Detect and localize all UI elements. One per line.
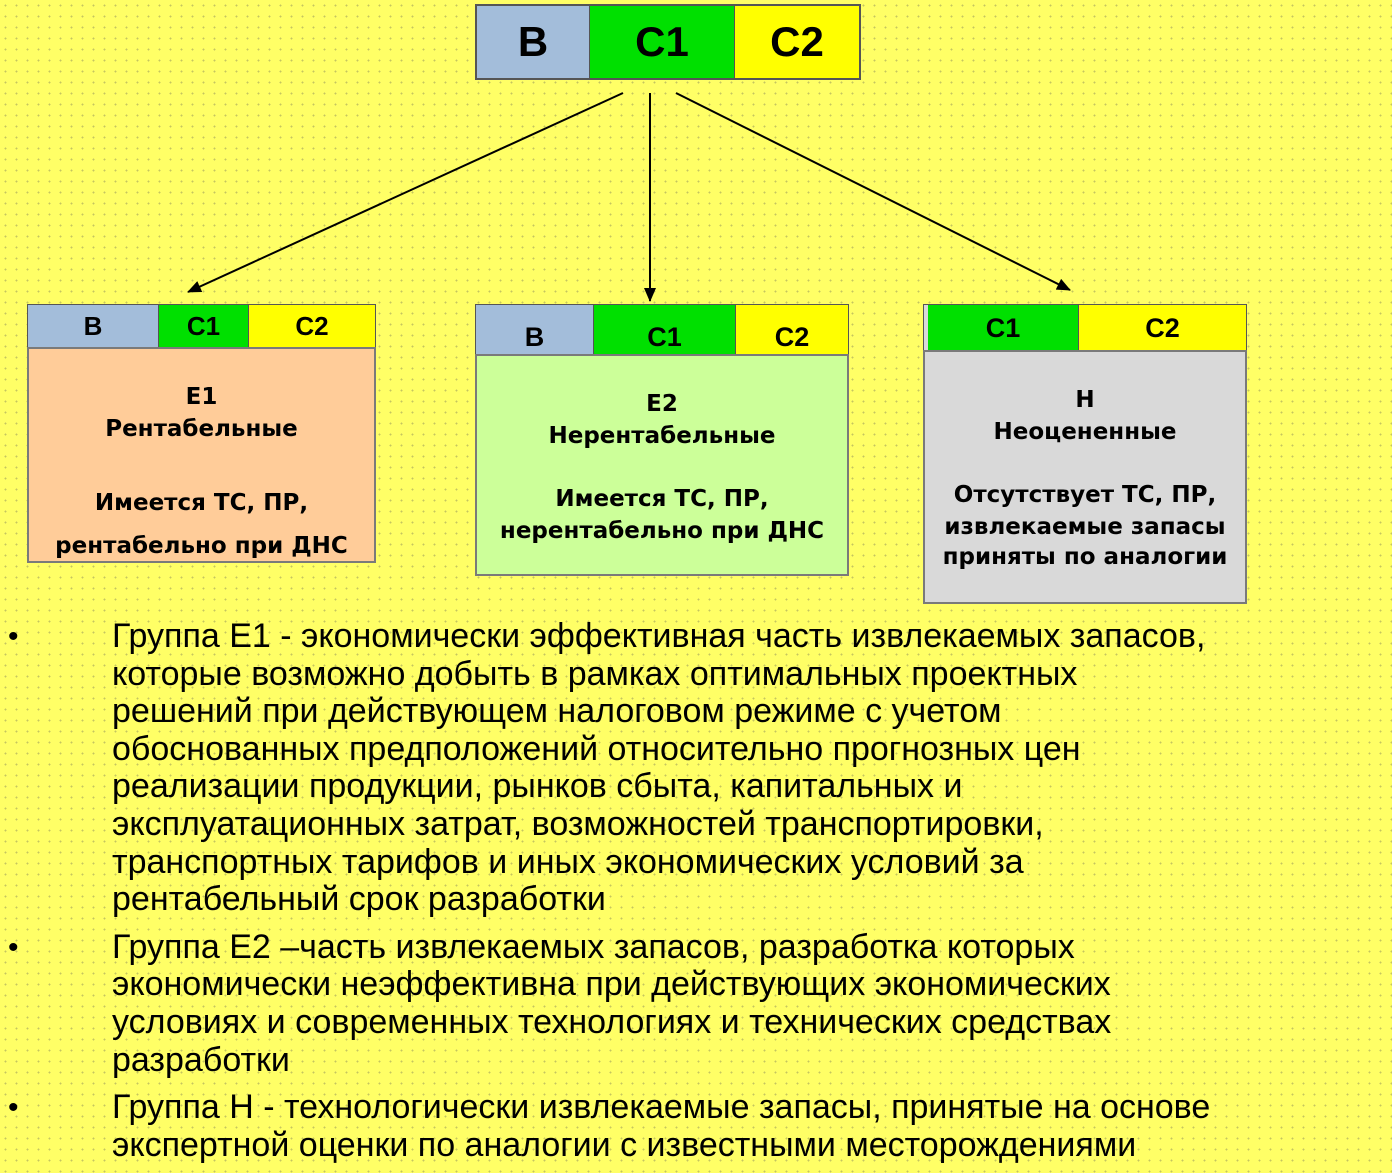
top-cell-c2: C2 xyxy=(735,6,859,78)
bullet-e1-line: решений при действующем налоговом режиме… xyxy=(112,692,1002,731)
h-header-left-strip xyxy=(924,305,928,351)
e2-header-c1: C1 xyxy=(594,305,736,355)
bullet-e2-line: Группа Е2 –часть извлекаемых запасов, ра… xyxy=(112,927,1075,966)
e1-desc-line2: рентабельно при ДНС xyxy=(55,533,348,559)
h-header-bar: C1 C2 xyxy=(923,304,1247,352)
top-cell-c1: C1 xyxy=(590,6,735,78)
h-header-c2: C2 xyxy=(1079,305,1246,351)
e1-header-b: B xyxy=(28,305,159,347)
bullet-h-line: экспертной оценки по аналогии с известны… xyxy=(112,1125,1137,1164)
bullet-e2: • Группа Е2 –часть извлекаемых запасов, … xyxy=(0,927,1392,1079)
h-box: H Неоцененные Отсутствует ТС, ПР, извлек… xyxy=(923,350,1247,604)
h-code: H xyxy=(1075,387,1095,413)
bullet-e1: • Группа Е1 - экономически эффективная ч… xyxy=(0,617,1392,919)
bullet-e2-line: экономически неэффективна при действующи… xyxy=(112,965,1111,1004)
h-desc-line2: извлекаемые запасы xyxy=(944,514,1226,540)
definitions-list: • Группа Е1 - экономически эффективная ч… xyxy=(0,617,1392,1164)
bullet-e2-line: разработки xyxy=(112,1040,290,1079)
bullet-e1-line: которые возможно добыть в рамках оптимал… xyxy=(112,654,1078,693)
h-desc-line3: приняты по аналогии xyxy=(942,544,1228,570)
e2-header-b: B xyxy=(476,305,594,355)
e1-title: Рентабельные xyxy=(105,416,298,442)
arrow-to-e1 xyxy=(187,92,624,293)
bullet-e1-line: обоснованных предположений относительно … xyxy=(112,729,1081,768)
e2-desc-line1: Имеется ТС, ПР, xyxy=(555,486,769,512)
h-title: Неоцененные xyxy=(993,419,1177,445)
e2-title: Нерентабельные xyxy=(548,423,776,449)
e1-header-c1: C1 xyxy=(159,305,249,347)
e1-desc-line1: Имеется ТС, ПР, xyxy=(94,490,309,516)
bullet-e1-line: эксплуатационных затрат, возможностей тр… xyxy=(112,804,1044,843)
arrow-to-h xyxy=(675,92,1071,291)
bullet-e1-line: реализации продукции, рынков сбыта, капи… xyxy=(112,767,963,806)
e1-header-c2: C2 xyxy=(249,305,375,347)
bullet-marker: • xyxy=(8,1091,19,1125)
connector-arrows xyxy=(187,92,1071,302)
bullet-h: • Группа Н - технологически извлекаемые … xyxy=(0,1089,1392,1164)
bullet-e2-line: условиях и современных технологиях и тех… xyxy=(112,1002,1112,1041)
bullet-marker: • xyxy=(8,620,19,653)
e1-code: E1 xyxy=(185,384,218,410)
e2-box: E2 Нерентабельные Имеется ТС, ПР, нерент… xyxy=(475,354,849,576)
h-header-c1: C1 xyxy=(928,305,1079,351)
e2-header-bar: B C1 C2 xyxy=(475,304,849,356)
e2-desc-line2: нерентабельно при ДНС xyxy=(499,518,825,544)
bullet-marker: • xyxy=(8,930,19,964)
bullet-h-line: Группа Н - технологически извлекаемые за… xyxy=(112,1088,1211,1127)
e2-code: E2 xyxy=(646,391,678,417)
h-desc-line1: Отсутствует ТС, ПР, xyxy=(953,482,1217,508)
bullet-e1-line: Группа Е1 - экономически эффективная час… xyxy=(112,617,1206,655)
e2-header-c2: C2 xyxy=(736,305,848,355)
top-cell-b: B xyxy=(477,6,590,78)
e1-header-bar: B C1 C2 xyxy=(27,304,376,348)
e1-box: E1 Рентабельные Имеется ТС, ПР, рентабел… xyxy=(27,347,376,563)
top-category-bar: B C1 C2 xyxy=(475,4,861,80)
bullet-e1-line: транспортных тарифов и иных экономически… xyxy=(112,842,1024,881)
bullet-e1-line: рентабельный срок разработки xyxy=(112,880,606,919)
